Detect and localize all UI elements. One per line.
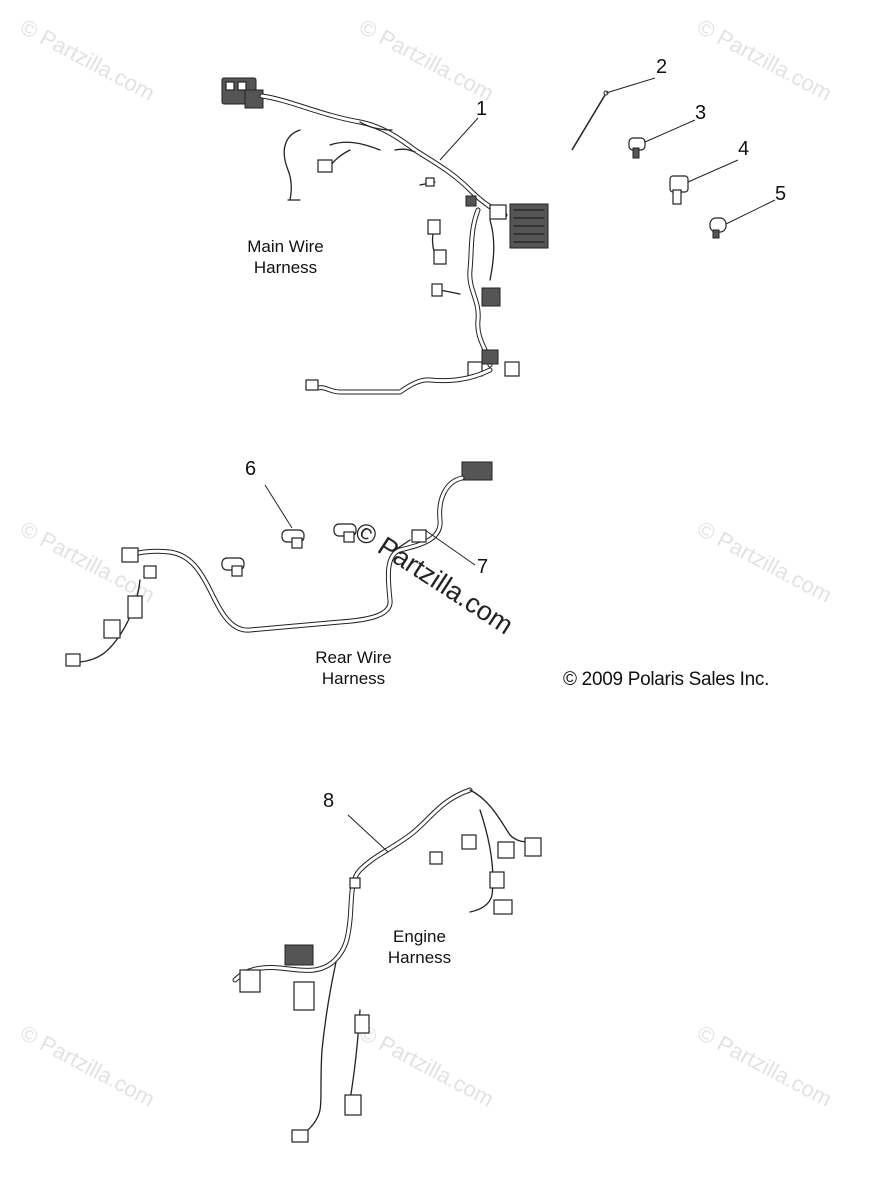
engine-harness-label: Engine Harness — [362, 926, 477, 968]
part-3-clip — [628, 119, 696, 159]
callout-2: 2 — [656, 56, 668, 78]
callout-5: 5 — [775, 183, 787, 205]
part-2-rod — [571, 94, 606, 151]
part-6-clips — [221, 484, 357, 577]
main-wire-harness — [221, 77, 549, 395]
label-line: Main Wire — [247, 237, 324, 256]
label-line: Harness — [321, 669, 386, 688]
callout-7: 7 — [477, 556, 489, 578]
rear-harness-label: Rear Wire Harness — [296, 647, 411, 689]
callout-6: 6 — [245, 458, 257, 480]
engine-harness — [232, 787, 542, 1143]
label-line: Harness — [253, 258, 318, 277]
label-line: Engine — [393, 927, 446, 946]
copyright-notice: © 2009 Polaris Sales Inc. — [563, 669, 770, 690]
callout-8: 8 — [323, 790, 335, 812]
rear-wire-harness — [65, 461, 493, 667]
callout-3: 3 — [695, 102, 707, 124]
callout-1: 1 — [476, 98, 488, 120]
main-harness-label: Main Wire Harness — [228, 236, 343, 278]
callout-4: 4 — [738, 138, 750, 160]
part-5-clip — [709, 199, 776, 239]
label-line: Harness — [387, 948, 452, 967]
part-4-clip — [669, 159, 739, 205]
label-line: Rear Wire — [315, 648, 392, 667]
